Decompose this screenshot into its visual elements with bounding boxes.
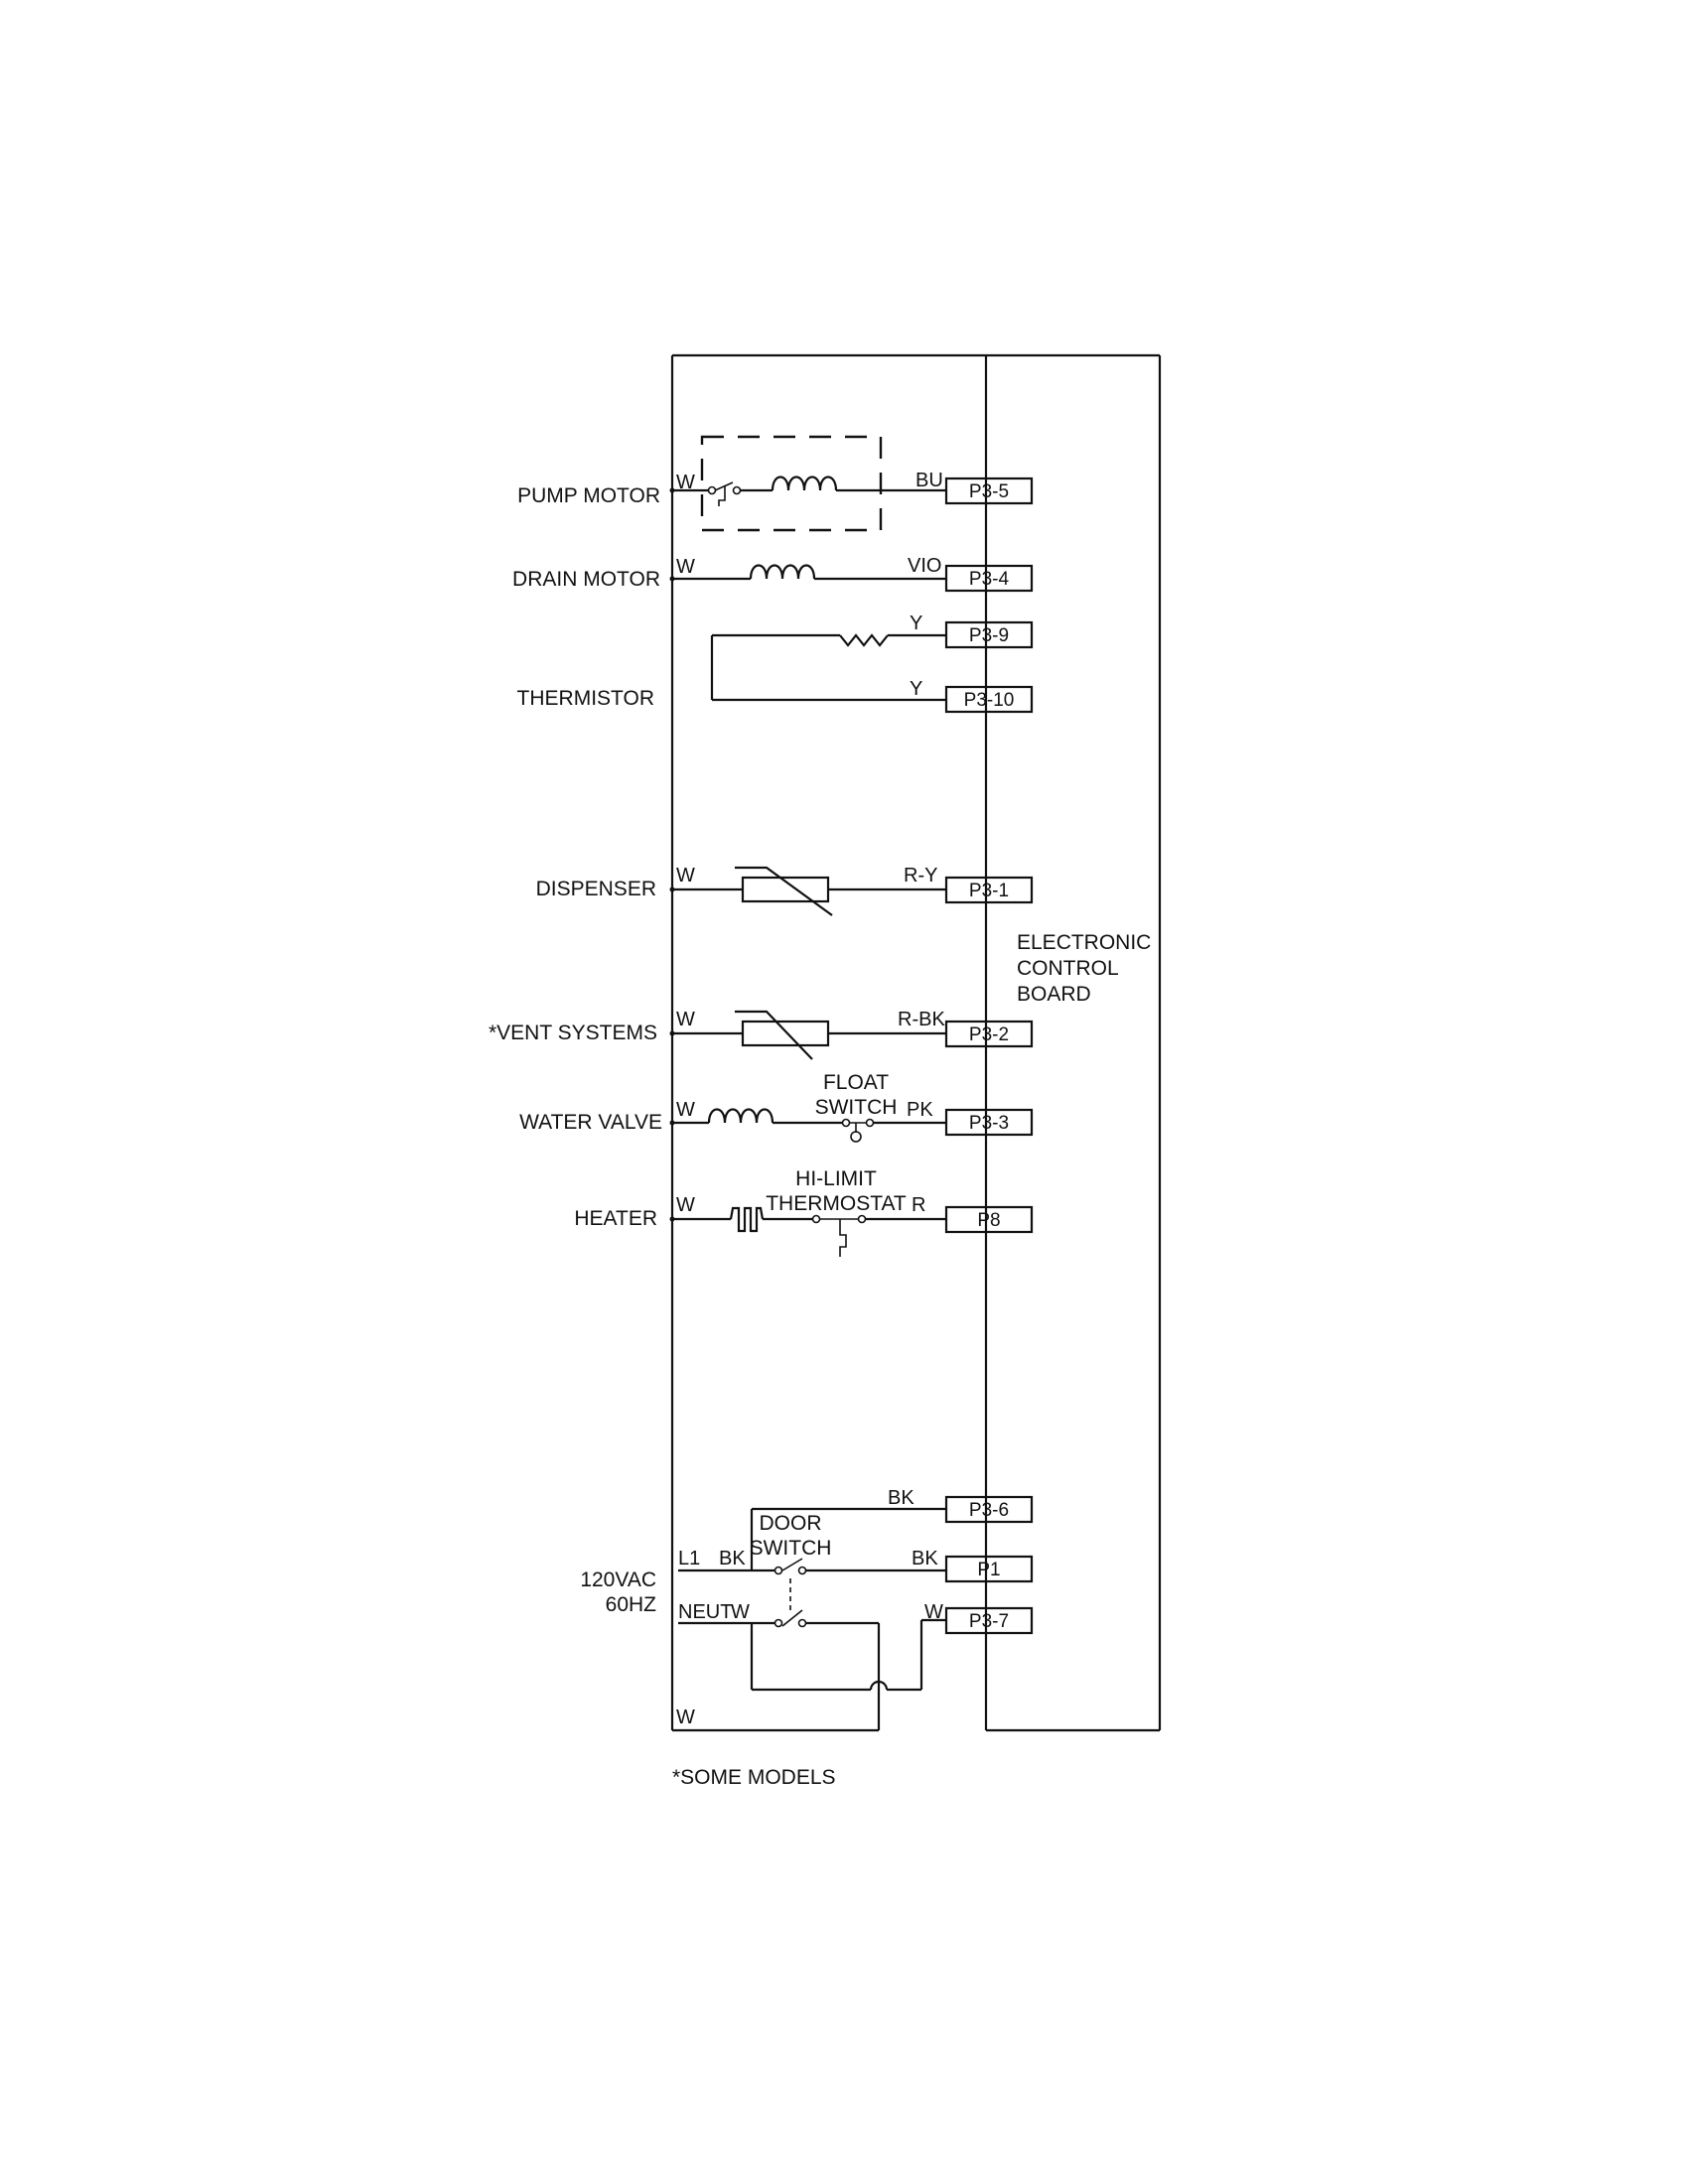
pump-coil-icon bbox=[771, 476, 838, 491]
bus-lines bbox=[670, 353, 1162, 1732]
svg-text:P3-9: P3-9 bbox=[969, 625, 1009, 646]
vent-systems-circuit: *VENT SYSTEMS W R-BK bbox=[489, 1009, 946, 1060]
connector-p3-7: P3-7 bbox=[944, 1606, 1034, 1635]
svg-text:HI-LIMIT: HI-LIMIT bbox=[795, 1167, 877, 1190]
svg-text:SWITCH: SWITCH bbox=[750, 1537, 832, 1560]
water-valve-circuit: WATER VALVE W FLOAT SWITCH PK bbox=[519, 1071, 946, 1143]
svg-text:THERMISTOR: THERMISTOR bbox=[517, 687, 654, 710]
svg-text:BU: BU bbox=[915, 470, 943, 491]
svg-text:W: W bbox=[676, 1099, 695, 1121]
connector-p3-9: P3-9 bbox=[944, 620, 1034, 649]
power-circuit: 120VAC 60HZ DOOR SWITCH BK L1 BK BK NEUT… bbox=[580, 1487, 946, 1730]
svg-text:DRAIN MOTOR: DRAIN MOTOR bbox=[512, 568, 660, 591]
footnote: *SOME MODELS bbox=[672, 1766, 836, 1789]
svg-text:P8: P8 bbox=[977, 1210, 1000, 1231]
svg-text:SWITCH: SWITCH bbox=[815, 1096, 898, 1119]
svg-text:VIO: VIO bbox=[908, 555, 941, 577]
svg-text:R: R bbox=[912, 1194, 925, 1216]
svg-text:W: W bbox=[676, 1194, 695, 1216]
drain-coil-icon bbox=[749, 564, 816, 580]
svg-text:ELECTRONIC: ELECTRONIC bbox=[1017, 931, 1151, 954]
thermal-protector-icon bbox=[718, 486, 726, 506]
svg-text:BK: BK bbox=[912, 1548, 938, 1570]
thermistor-icon bbox=[839, 633, 889, 647]
connector-p3-1: P3-1 bbox=[944, 876, 1034, 904]
svg-text:120VAC: 120VAC bbox=[580, 1569, 656, 1591]
svg-text:P3-6: P3-6 bbox=[969, 1500, 1009, 1521]
connector-p3-10: P3-10 bbox=[944, 685, 1034, 714]
svg-text:DOOR: DOOR bbox=[760, 1512, 822, 1535]
svg-text:R-BK: R-BK bbox=[898, 1009, 945, 1030]
svg-text:W: W bbox=[676, 472, 695, 493]
connector-p3-5: P3-5 bbox=[944, 477, 1034, 505]
water-valve-coil-icon bbox=[707, 1108, 774, 1124]
drain-motor-circuit: DRAIN MOTOR W VIO bbox=[512, 555, 946, 591]
control-board-label: ELECTRONIC CONTROL BOARD bbox=[1017, 931, 1151, 1006]
junction-dots bbox=[669, 487, 675, 1222]
svg-text:Y: Y bbox=[910, 613, 922, 634]
connectors: P3-5 P3-4 P3-9 P3-10 P3-1 P3-2 P3-3 P8 P… bbox=[944, 477, 1034, 1635]
svg-text:*VENT SYSTEMS: *VENT SYSTEMS bbox=[489, 1022, 657, 1044]
svg-text:P3-10: P3-10 bbox=[964, 690, 1015, 711]
connector-p3-6: P3-6 bbox=[944, 1495, 1034, 1524]
svg-text:WATER VALVE: WATER VALVE bbox=[519, 1111, 662, 1134]
svg-text:W: W bbox=[676, 556, 695, 578]
svg-text:BK: BK bbox=[719, 1548, 746, 1570]
svg-text:60HZ: 60HZ bbox=[606, 1593, 657, 1616]
svg-text:CONTROL: CONTROL bbox=[1017, 957, 1119, 980]
door-switch-icon bbox=[781, 1558, 803, 1571]
svg-text:PUMP MOTOR: PUMP MOTOR bbox=[517, 484, 660, 507]
heater-element-icon bbox=[729, 1206, 765, 1233]
svg-text:W: W bbox=[676, 1706, 695, 1728]
svg-text:FLOAT: FLOAT bbox=[823, 1071, 889, 1094]
float-switch-icon bbox=[850, 1131, 862, 1143]
svg-text:P3-3: P3-3 bbox=[969, 1113, 1009, 1134]
dispenser-circuit: DISPENSER W R-Y bbox=[536, 865, 946, 916]
svg-text:W: W bbox=[731, 1601, 750, 1623]
svg-text:W: W bbox=[676, 1009, 695, 1030]
thermistor-circuit: THERMISTOR Y Y bbox=[517, 613, 946, 710]
svg-text:W: W bbox=[676, 865, 695, 887]
svg-text:P3-1: P3-1 bbox=[969, 881, 1009, 901]
hi-limit-thermostat-icon bbox=[839, 1219, 847, 1257]
svg-text:P3-5: P3-5 bbox=[969, 481, 1009, 502]
connector-p3-4: P3-4 bbox=[944, 564, 1034, 593]
svg-text:P3-4: P3-4 bbox=[969, 569, 1010, 590]
svg-text:PK: PK bbox=[907, 1099, 933, 1121]
pump-motor-circuit: PUMP MOTOR W BU bbox=[517, 435, 946, 532]
heater-circuit: HEATER W HI-LIMIT THERMOSTAT R bbox=[574, 1167, 946, 1257]
svg-text:P1: P1 bbox=[977, 1560, 1000, 1580]
svg-text:P3-7: P3-7 bbox=[969, 1611, 1009, 1632]
svg-text:DISPENSER: DISPENSER bbox=[536, 878, 656, 900]
svg-text:W: W bbox=[924, 1601, 943, 1623]
svg-text:P3-2: P3-2 bbox=[969, 1024, 1009, 1045]
vent-heater-icon bbox=[741, 1020, 830, 1047]
connector-p1: P1 bbox=[944, 1555, 1034, 1583]
svg-text:HEATER: HEATER bbox=[574, 1207, 657, 1230]
svg-text:THERMOSTAT: THERMOSTAT bbox=[766, 1192, 907, 1215]
pump-motor-enclosure bbox=[700, 435, 883, 532]
svg-text:Y: Y bbox=[910, 678, 922, 700]
svg-text:NEUT: NEUT bbox=[678, 1601, 732, 1623]
connector-p8: P8 bbox=[944, 1205, 1034, 1234]
connector-p3-3: P3-3 bbox=[944, 1108, 1034, 1137]
svg-text:R-Y: R-Y bbox=[904, 865, 937, 887]
connector-p3-2: P3-2 bbox=[944, 1020, 1034, 1048]
svg-text:L1: L1 bbox=[678, 1548, 700, 1570]
svg-text:BOARD: BOARD bbox=[1017, 983, 1091, 1006]
svg-text:BK: BK bbox=[888, 1487, 914, 1509]
